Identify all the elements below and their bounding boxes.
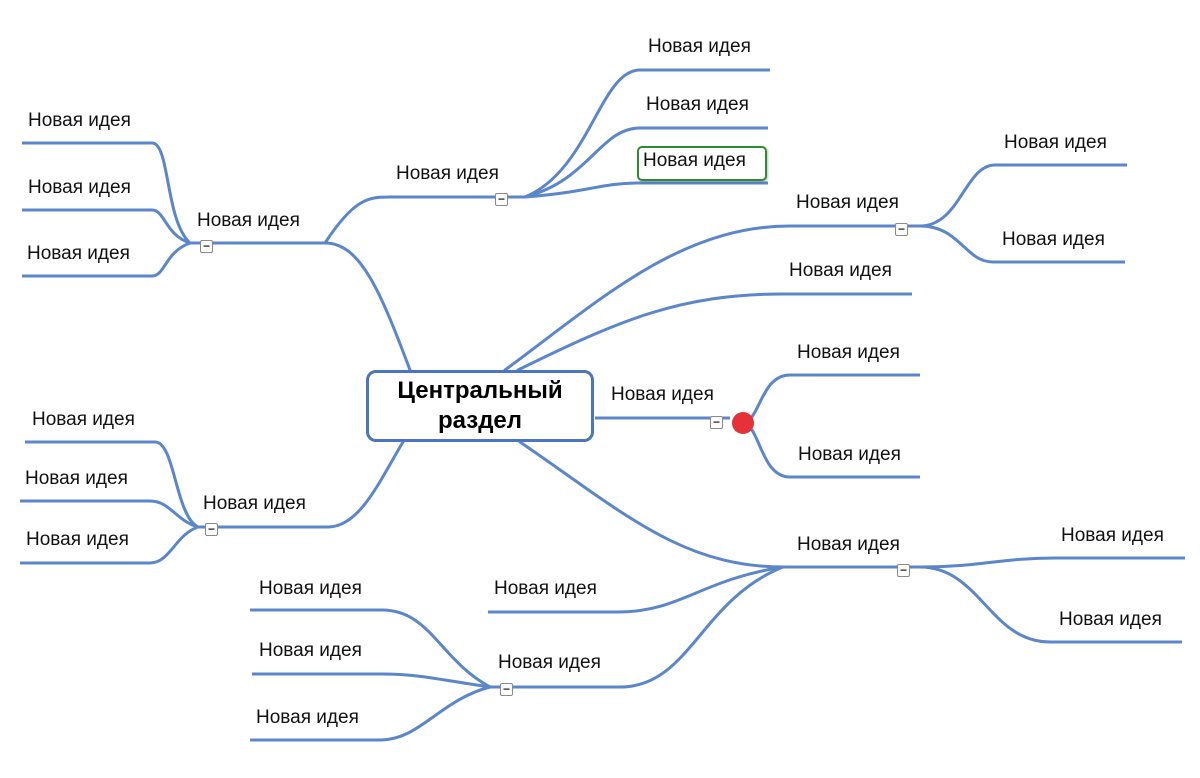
- topic-label-selected[interactable]: Новая идея: [643, 150, 746, 171]
- collapse-toggle-icon[interactable]: −: [205, 523, 218, 536]
- collapse-toggle-icon[interactable]: −: [710, 416, 723, 429]
- central-topic-line2: раздел: [437, 407, 523, 434]
- topic-label[interactable]: Новая идея: [797, 534, 900, 555]
- topic-label[interactable]: Новая идея: [611, 384, 714, 405]
- topic-label[interactable]: Новая идея: [28, 110, 131, 131]
- red-marker-dot-icon[interactable]: [732, 412, 754, 434]
- collapse-toggle-icon[interactable]: −: [495, 193, 508, 206]
- topic-label[interactable]: Новая идея: [26, 529, 129, 550]
- topic-label[interactable]: Новая идея: [259, 578, 362, 599]
- central-topic[interactable]: Центральный раздел: [366, 370, 594, 442]
- topic-label[interactable]: Новая идея: [396, 163, 499, 184]
- central-topic-line1: Центральный: [397, 377, 563, 404]
- topic-label[interactable]: Новая идея: [256, 707, 359, 728]
- topic-label[interactable]: Новая идея: [798, 444, 901, 465]
- branch-connectors: [148, 68, 1057, 742]
- selected-topic-frame: [637, 146, 767, 181]
- collapse-toggle-icon[interactable]: −: [897, 564, 910, 577]
- topic-label[interactable]: Новая идея: [646, 94, 749, 115]
- topic-label[interactable]: Новая идея: [32, 409, 135, 430]
- topic-label[interactable]: Новая идея: [1002, 229, 1105, 250]
- topic-label[interactable]: Новая идея: [1004, 132, 1107, 153]
- topic-label[interactable]: Новая идея: [203, 493, 306, 514]
- topic-underlines: [20, 68, 1185, 742]
- topic-label[interactable]: Новая идея: [197, 210, 300, 231]
- topic-label[interactable]: Новая идея: [498, 652, 601, 673]
- collapse-toggle-icon[interactable]: −: [500, 683, 513, 696]
- topic-label[interactable]: Новая идея: [1061, 525, 1164, 546]
- topic-label[interactable]: Новая идея: [796, 192, 899, 213]
- collapse-toggle-icon[interactable]: −: [895, 223, 908, 236]
- topic-label[interactable]: Новая идея: [789, 260, 892, 281]
- collapse-toggle-icon[interactable]: −: [200, 240, 213, 253]
- topic-label[interactable]: Новая идея: [259, 640, 362, 661]
- topic-label[interactable]: Новая идея: [1059, 609, 1162, 630]
- topic-label[interactable]: Новая идея: [648, 36, 751, 57]
- topic-label[interactable]: Новая идея: [797, 342, 900, 363]
- topic-label[interactable]: Новая идея: [27, 243, 130, 264]
- topic-label[interactable]: Новая идея: [494, 578, 597, 599]
- topic-label[interactable]: Новая идея: [28, 177, 131, 198]
- topic-label[interactable]: Новая идея: [25, 468, 128, 489]
